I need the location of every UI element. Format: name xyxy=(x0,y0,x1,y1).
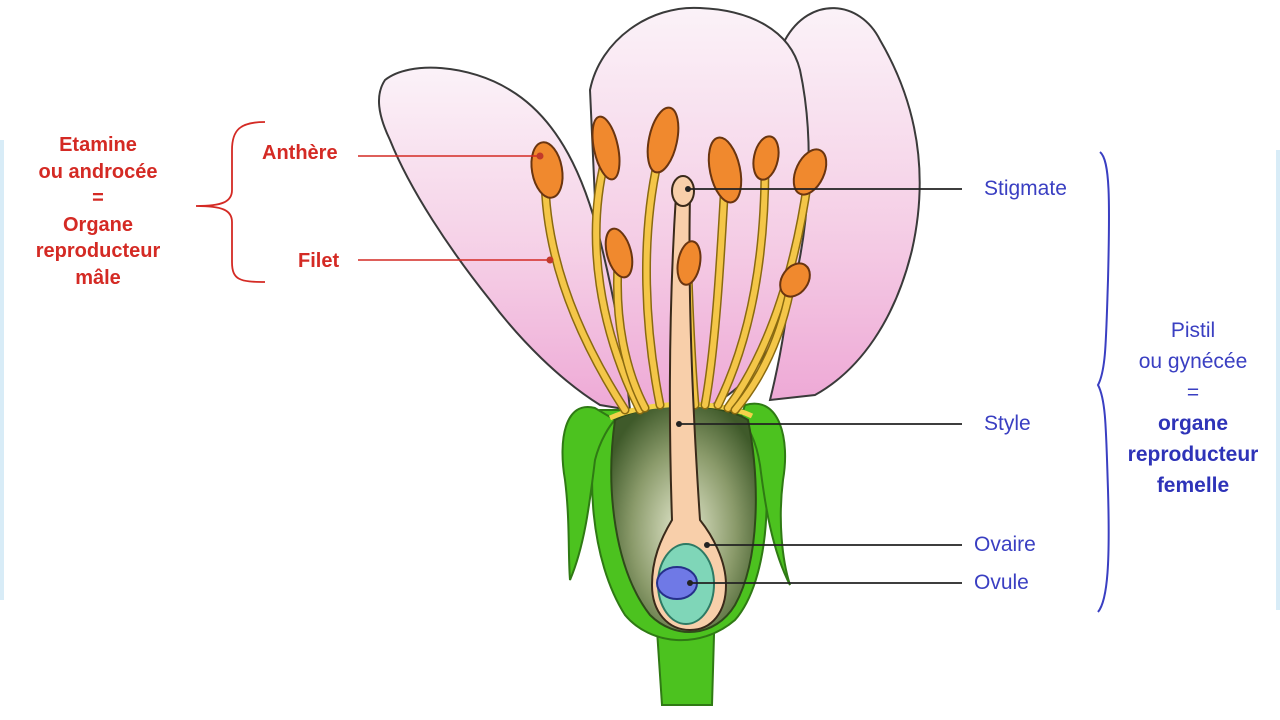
label-female-group: Pistil ou gynécée = organe reproducteur … xyxy=(1118,315,1268,501)
pointer-dot xyxy=(704,542,710,548)
label-style: Style xyxy=(984,412,1031,435)
label-anthere: Anthère xyxy=(262,142,338,164)
female-line-5: reproducteur xyxy=(1127,443,1259,466)
pointer-dot xyxy=(536,152,544,160)
left-edge-strip xyxy=(0,140,4,600)
pistil xyxy=(650,175,728,632)
label-filet: Filet xyxy=(298,250,340,272)
male-line-2: ou androcée xyxy=(38,160,158,183)
filament xyxy=(542,172,628,413)
filament xyxy=(732,287,793,413)
male-line-1: Etamine xyxy=(59,134,137,156)
female-line-1: Pistil xyxy=(1170,319,1216,342)
brace-female xyxy=(1096,151,1111,613)
female-line-2: ou gynécée xyxy=(1138,350,1248,373)
filament xyxy=(725,177,811,411)
pointer-dot xyxy=(685,186,691,192)
petal-left xyxy=(378,66,632,412)
pointer-dot xyxy=(546,256,554,264)
style-tube xyxy=(650,194,728,632)
anther xyxy=(676,240,702,286)
sepal-left xyxy=(561,405,617,581)
pointer-lines xyxy=(358,152,962,586)
sepal-right xyxy=(738,402,791,586)
label-stigmate: Stigmate xyxy=(984,177,1067,200)
anther xyxy=(604,227,634,279)
anther xyxy=(646,106,680,174)
female-line-4: organe xyxy=(1157,412,1228,435)
anther xyxy=(752,135,780,181)
filaments xyxy=(540,155,813,415)
stigma xyxy=(671,175,695,207)
filament xyxy=(715,162,768,408)
label-ovule: Ovule xyxy=(974,571,1029,594)
anther xyxy=(591,115,621,181)
male-line-3: = xyxy=(92,187,104,209)
anther xyxy=(707,136,743,204)
male-line-6: mâle xyxy=(75,266,121,289)
anther xyxy=(792,148,828,196)
pointer-dot xyxy=(676,421,682,427)
pointer-dot xyxy=(687,580,693,586)
male-line-4: Organe xyxy=(62,213,134,236)
filament xyxy=(614,262,648,411)
female-line-6: femelle xyxy=(1156,474,1230,497)
male-line-5: reproducteur xyxy=(35,240,161,262)
filament xyxy=(593,157,643,413)
brace-male xyxy=(195,121,266,283)
label-male-group: Etamine ou androcée = Organe reproducteu… xyxy=(18,132,178,291)
female-line-3: = xyxy=(1186,381,1200,404)
right-edge-strip xyxy=(1276,150,1280,610)
label-ovaire: Ovaire xyxy=(974,533,1036,556)
anthers xyxy=(530,106,828,298)
filament xyxy=(702,177,728,408)
anther xyxy=(779,262,811,298)
filament xyxy=(643,157,663,408)
